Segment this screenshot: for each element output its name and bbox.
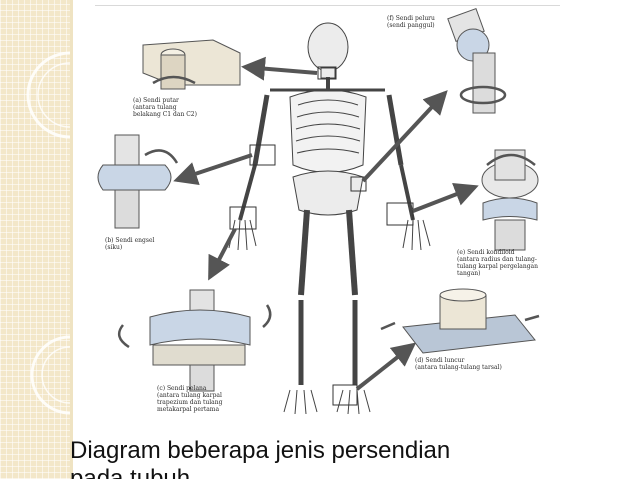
caption-line-1: Diagram beberapa jenis persendian (70, 437, 638, 465)
ball-socket-joint (448, 9, 505, 113)
decorative-sidebar (0, 0, 70, 479)
joint-diagram: (a) Sendi putar (antara tulang belakang … (95, 5, 560, 435)
label-condyloid-joint: (e) Sendi kondiloid (antara radius dan t… (457, 249, 538, 277)
label-saddle-joint: (c) Sendi pelana (antara tulang karpal t… (157, 385, 222, 413)
slide-caption: Diagram beberapa jenis persendian pada t… (70, 437, 638, 479)
label-ball-socket-joint: (f) Sendi peluru (sendi panggul) (387, 15, 435, 29)
ribcage (290, 90, 366, 173)
saddle-joint (119, 290, 270, 391)
foot-left (284, 390, 317, 414)
upper-arm-right (389, 95, 401, 165)
label-hinge-joint: (b) Sendi engsel (siku) (105, 237, 154, 251)
femur-left (301, 210, 307, 295)
label-gliding-joint: (d) Sendi luncur (antara tulang-tulang t… (415, 357, 502, 371)
decorative-circles (0, 0, 70, 479)
skull (308, 23, 348, 71)
gliding-joint (381, 289, 539, 353)
pelvis (293, 171, 363, 215)
condyloid-joint (482, 150, 538, 250)
caption-line-2: pada tubuh (70, 465, 638, 479)
label-pivot-joint: (a) Sendi putar (antara tulang belakang … (133, 97, 197, 118)
jaw (321, 68, 335, 78)
hinge-joint (98, 135, 177, 228)
figure-top-edge (95, 5, 560, 6)
femur-right (349, 210, 355, 295)
foot-right (337, 390, 370, 414)
upper-arm-left (255, 95, 267, 165)
pivot-joint (143, 40, 240, 89)
sidebar-divider (70, 0, 73, 479)
